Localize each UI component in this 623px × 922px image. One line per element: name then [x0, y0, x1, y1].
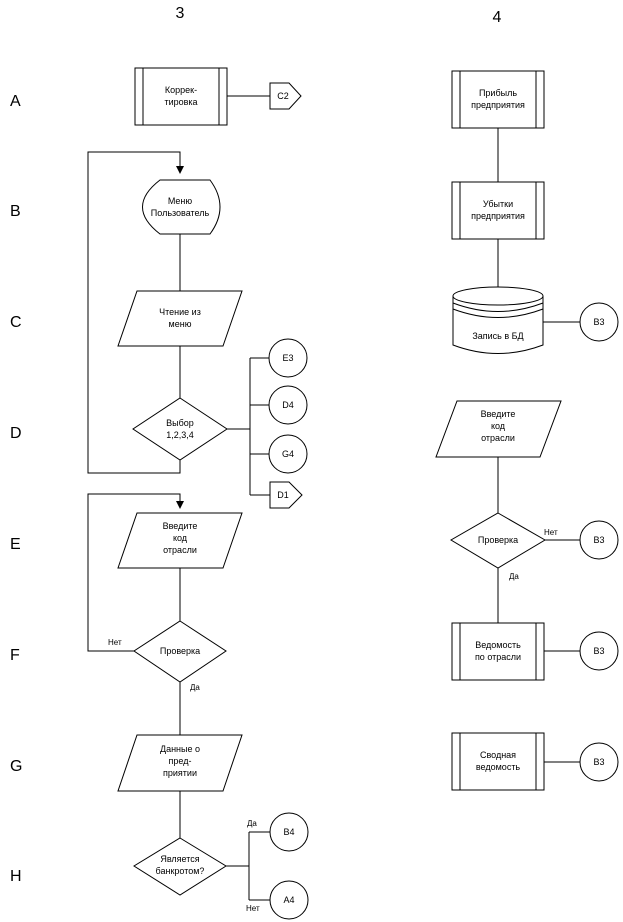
- svg-text:код: код: [491, 421, 506, 431]
- io-enter-branch-code: Введите код отрасли: [117, 512, 243, 569]
- svg-text:Запись в БД: Запись в БД: [472, 331, 523, 341]
- svg-text:Коррек-: Коррек-: [165, 85, 197, 95]
- svg-text:Сводная: Сводная: [480, 750, 516, 760]
- connector-b3-4: B3: [579, 742, 619, 782]
- connector-g4: G4: [268, 434, 308, 474]
- connector-b3-2: B3: [579, 520, 619, 560]
- svg-text:Меню: Меню: [168, 196, 193, 206]
- svg-text:Введите: Введите: [163, 521, 198, 531]
- process-branch-report: Ведомость по отрасли: [451, 622, 545, 681]
- svg-text:B3: B3: [593, 757, 604, 767]
- svg-text:Убытки: Убытки: [483, 199, 513, 209]
- svg-text:ведомость: ведомость: [476, 762, 521, 772]
- svg-text:пред-: пред-: [169, 756, 192, 766]
- svg-text:E3: E3: [282, 353, 293, 363]
- label-net-2: Нет: [246, 904, 260, 913]
- database-write: Запись в БД: [452, 286, 544, 354]
- process-korrektirovka: Коррек- тировка: [134, 67, 228, 126]
- svg-text:B3: B3: [593, 317, 604, 327]
- row-label-b: B: [10, 203, 21, 220]
- connector-b3-1: B3: [579, 302, 619, 342]
- connector-e3: E3: [268, 338, 308, 378]
- svg-text:Введите: Введите: [481, 409, 516, 419]
- svg-text:C2: C2: [277, 91, 289, 101]
- svg-text:Выбор: Выбор: [166, 418, 194, 428]
- row-label-g: G: [10, 758, 22, 775]
- display-menu-user: Меню Пользователь: [142, 179, 221, 235]
- svg-text:приятии: приятии: [163, 768, 197, 778]
- io-read-menu: Чтение из меню: [117, 290, 243, 347]
- svg-text:Является: Является: [160, 854, 199, 864]
- row-label-a: A: [10, 93, 21, 110]
- svg-text:D4: D4: [282, 400, 294, 410]
- row-label-e: E: [10, 536, 21, 553]
- svg-text:Прибыль: Прибыль: [479, 88, 517, 98]
- svg-text:предприятия: предприятия: [471, 100, 525, 110]
- row-label-d: D: [10, 425, 22, 442]
- connector-d4: D4: [268, 385, 308, 425]
- svg-text:A4: A4: [283, 895, 294, 905]
- column-header-3: 3: [176, 5, 185, 22]
- svg-text:отрасли: отрасли: [481, 433, 515, 443]
- svg-text:Проверка: Проверка: [478, 535, 518, 545]
- svg-text:Данные о: Данные о: [160, 744, 200, 754]
- row-label-h: H: [10, 868, 22, 885]
- label-da-2: Да: [247, 819, 257, 828]
- svg-text:Ведомость: Ведомость: [475, 640, 521, 650]
- column-header-4: 4: [493, 9, 502, 26]
- label-da: Да: [190, 683, 200, 692]
- svg-text:по отрасли: по отрасли: [475, 652, 521, 662]
- svg-text:предприятия: предприятия: [471, 211, 525, 221]
- svg-text:отрасли: отрасли: [163, 545, 197, 555]
- decision-check: Проверка: [133, 620, 227, 683]
- svg-text:меню: меню: [169, 319, 192, 329]
- decision-bankrupt: Является банкротом?: [133, 837, 227, 896]
- svg-text:D1: D1: [277, 490, 289, 500]
- process-summary-report: Сводная ведомость: [451, 732, 545, 791]
- svg-text:1,2,3,4: 1,2,3,4: [166, 430, 194, 440]
- svg-text:G4: G4: [282, 449, 294, 459]
- connector-a4: A4: [269, 880, 309, 920]
- row-label-c: C: [10, 314, 22, 331]
- svg-text:B3: B3: [593, 535, 604, 545]
- label-net: Нет: [108, 638, 122, 647]
- io-company-data: Данные о пред- приятии: [117, 734, 243, 792]
- decision-choice: Выбор 1,2,3,4: [132, 397, 228, 461]
- decision-check-2: Проверка: [450, 512, 546, 569]
- connector-d1: D1: [269, 481, 303, 509]
- connector-b3-3: B3: [579, 631, 619, 671]
- connector-b4: B4: [269, 812, 309, 852]
- process-profit: Прибыль предприятия: [451, 70, 545, 129]
- svg-text:B4: B4: [283, 827, 294, 837]
- svg-text:банкротом?: банкротом?: [156, 866, 205, 876]
- connector-c2: C2: [269, 82, 302, 110]
- svg-text:Проверка: Проверка: [160, 646, 200, 656]
- svg-text:код: код: [173, 533, 188, 543]
- svg-text:Чтение из: Чтение из: [159, 307, 201, 317]
- label-net-3: Нет: [544, 528, 558, 537]
- process-loss: Убытки предприятия: [451, 181, 545, 240]
- svg-text:B3: B3: [593, 646, 604, 656]
- svg-text:Пользователь: Пользователь: [151, 208, 210, 218]
- label-da-3: Да: [509, 572, 519, 581]
- row-label-f: F: [10, 647, 20, 664]
- svg-text:тировка: тировка: [164, 97, 197, 107]
- io-enter-branch-code-2: Введите код отрасли: [435, 400, 562, 458]
